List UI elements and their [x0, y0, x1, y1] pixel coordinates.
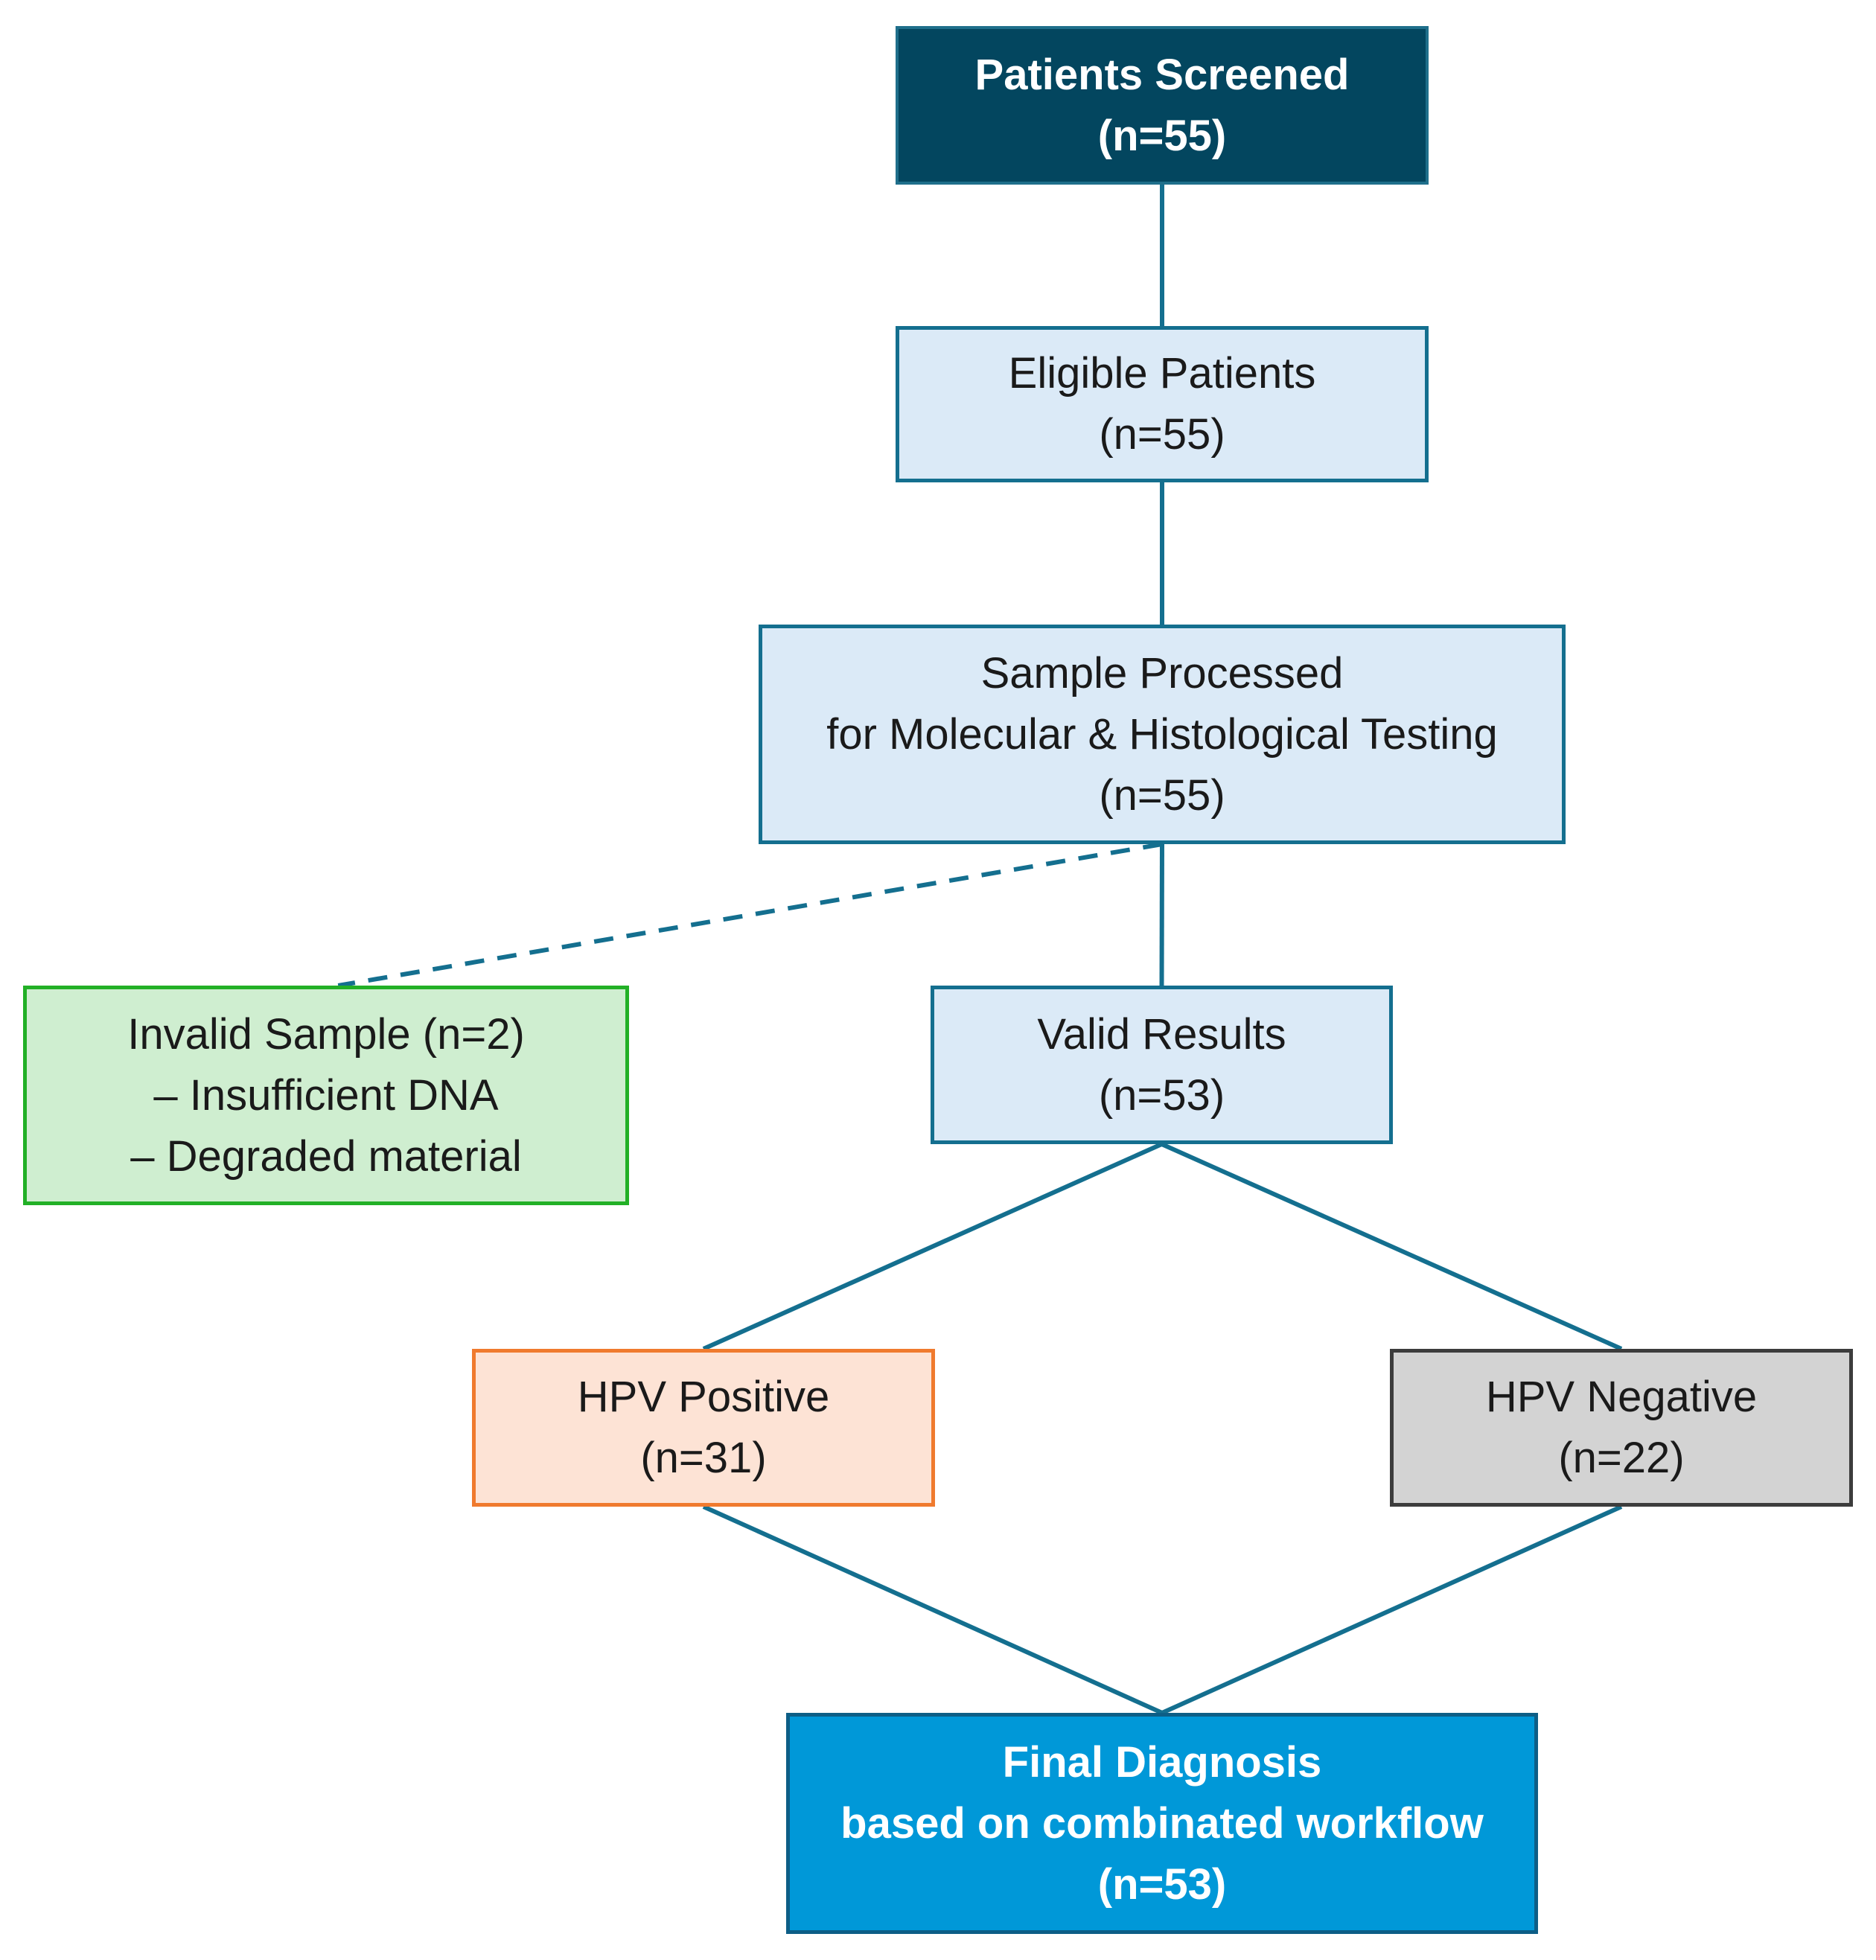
hpv-negative-count: (n=22): [1558, 1434, 1685, 1482]
valid-results-count: (n=53): [1098, 1070, 1225, 1120]
edge-processed-to-invalid: [337, 842, 1163, 988]
sample-processed-label: Sample Processed: [980, 648, 1344, 698]
valid-results-box: Valid Results (n=53): [931, 986, 1393, 1144]
hpv-positive-box: HPV Positive (n=31): [472, 1349, 935, 1507]
invalid-sample-box: Invalid Sample (n=2) – Insufficient DNA …: [23, 986, 629, 1205]
sample-processed-count: (n=55): [1099, 770, 1225, 820]
eligible-patients-box: Eligible Patients (n=55): [896, 326, 1429, 482]
patients-screened-box: Patients Screened (n=55): [896, 26, 1429, 185]
hpv-positive-label: HPV Positive: [577, 1373, 830, 1421]
sample-processed-detail: for Molecular & Histological Testing: [826, 709, 1498, 759]
final-diagnosis-box: Final Diagnosis based on combinated work…: [786, 1713, 1538, 1934]
sample-processed-box: Sample Processed for Molecular & Histolo…: [759, 625, 1566, 844]
invalid-reason-dna: – Insufficient DNA: [153, 1070, 499, 1120]
edge-valid-to-positive: [702, 1142, 1163, 1351]
invalid-sample-label: Invalid Sample (n=2): [127, 1009, 525, 1059]
final-diagnosis-detail: based on combinated workflow: [840, 1798, 1484, 1848]
hpv-positive-count: (n=31): [640, 1434, 767, 1482]
eligible-patients-count: (n=55): [1099, 410, 1225, 459]
valid-results-label: Valid Results: [1037, 1009, 1286, 1059]
edge-positive-to-final: [702, 1504, 1164, 1715]
final-diagnosis-count: (n=53): [1097, 1860, 1227, 1909]
invalid-reason-degraded: – Degraded material: [130, 1131, 522, 1181]
hpv-negative-box: HPV Negative (n=22): [1390, 1349, 1853, 1507]
final-diagnosis-label: Final Diagnosis: [1002, 1737, 1322, 1787]
edge-processed-to-valid: [1159, 843, 1164, 986]
patients-screened-count: (n=55): [1097, 111, 1227, 160]
edge-negative-to-final: [1161, 1504, 1623, 1715]
eligible-patients-label: Eligible Patients: [1008, 349, 1316, 398]
edge-valid-to-negative: [1161, 1142, 1623, 1351]
patients-screened-label: Patients Screened: [974, 50, 1350, 99]
hpv-negative-label: HPV Negative: [1485, 1373, 1758, 1421]
